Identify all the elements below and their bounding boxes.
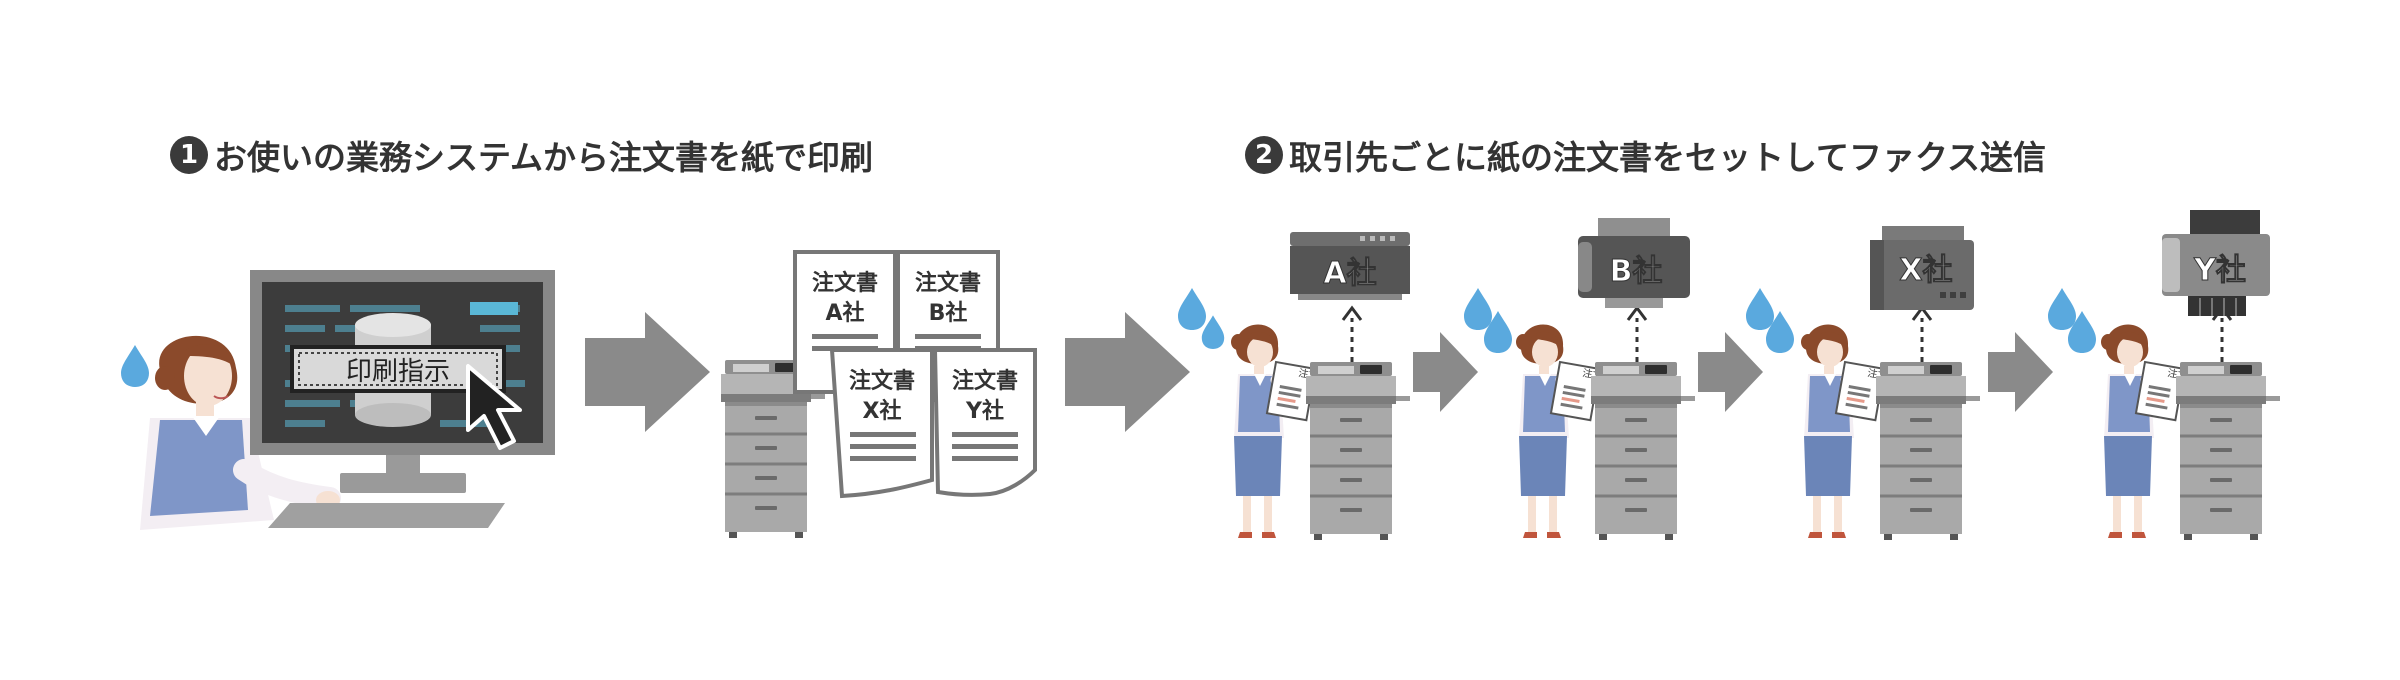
flow-arrow-icon [585, 312, 710, 432]
sweat-drop-icon [121, 345, 149, 387]
printout-y-company: Y社 [965, 398, 1004, 424]
sweat-drop-icon [1178, 288, 1206, 330]
printout-x-title: 注文書 [849, 368, 915, 394]
fax-machine-a: A社 [1290, 232, 1410, 300]
copier-machine [2174, 360, 2282, 542]
printout-x-company: X社 [863, 398, 902, 424]
step2-title: 2 取引先ごとに紙の注文書をセットしてファクス送信 [1245, 130, 2046, 180]
step1-worker-scene: 印刷指示 [121, 270, 555, 530]
fax-y-label: Y社 [2193, 253, 2246, 288]
desktop-computer: 印刷指示 [250, 270, 555, 528]
send-arrow-icon [2211, 306, 2233, 364]
keyboard [268, 503, 505, 528]
step1-title: 1 お使いの業務システムから注文書を紙で印刷 [170, 130, 873, 180]
copier-machine [1874, 360, 1982, 542]
sweat-drop-icon [2048, 288, 2076, 330]
fax-a-label: A社 [1323, 256, 1376, 291]
office-worker [140, 335, 341, 530]
sweat-drop-icon [1464, 288, 1492, 330]
flow-arrow-icon [1065, 312, 1190, 432]
step2-number: 2 [1245, 136, 1283, 174]
step2-title-text: 取引先ごとに紙の注文書をセットしてファクス送信 [1289, 138, 2047, 177]
staff-woman [1231, 324, 1294, 538]
mouse-cursor-icon [466, 364, 522, 450]
fax-x-label: X社 [1899, 253, 1952, 288]
printer-with-printouts: 注文書 A社 注文書 B社 注文書 X社 注文書 Y社 [719, 250, 1037, 540]
staff-woman [1516, 324, 1579, 538]
step1-title-text: お使いの業務システムから注文書を紙で印刷 [214, 138, 874, 177]
fax-station-x: 注文書 X社 [1746, 226, 1982, 542]
copier-machine [1304, 360, 1412, 542]
printout-a-company: A社 [825, 300, 864, 326]
send-arrow-icon [1626, 306, 1648, 364]
print-button-label: 印刷指示 [346, 357, 450, 387]
printout-x: 注文書 X社 [829, 348, 934, 499]
printout-a-title: 注文書 [812, 270, 878, 296]
sweat-drop-icon [1746, 288, 1774, 330]
printout-b-company: B社 [929, 300, 968, 326]
flow-arrow-icon [1698, 332, 1763, 412]
fax-b-label: B社 [1610, 254, 1663, 289]
flow-arrow-icon [1988, 332, 2053, 412]
fax-station-b: 注文書 B社 [1464, 218, 1697, 542]
flow-arrow-icon [1413, 332, 1478, 412]
step1-number: 1 [170, 136, 208, 174]
fax-station-a: 注文書 A社 [1178, 232, 1412, 542]
send-arrow-icon [1341, 306, 1363, 364]
copier-machine [1589, 360, 1697, 542]
printout-b-title: 注文書 [915, 270, 981, 296]
fax-machine-x: X社 [1870, 226, 1974, 310]
send-arrow-icon [1911, 306, 1933, 364]
fax-machine-b: B社 [1578, 218, 1690, 308]
fax-station-y: 注文書 Y社 [2048, 210, 2282, 542]
staff-woman [2101, 324, 2164, 538]
staff-woman [1801, 324, 1864, 538]
printout-y-title: 注文書 [952, 368, 1018, 394]
fax-machine-y: Y社 [2162, 210, 2270, 316]
printout-y: 注文書 Y社 [932, 348, 1037, 497]
